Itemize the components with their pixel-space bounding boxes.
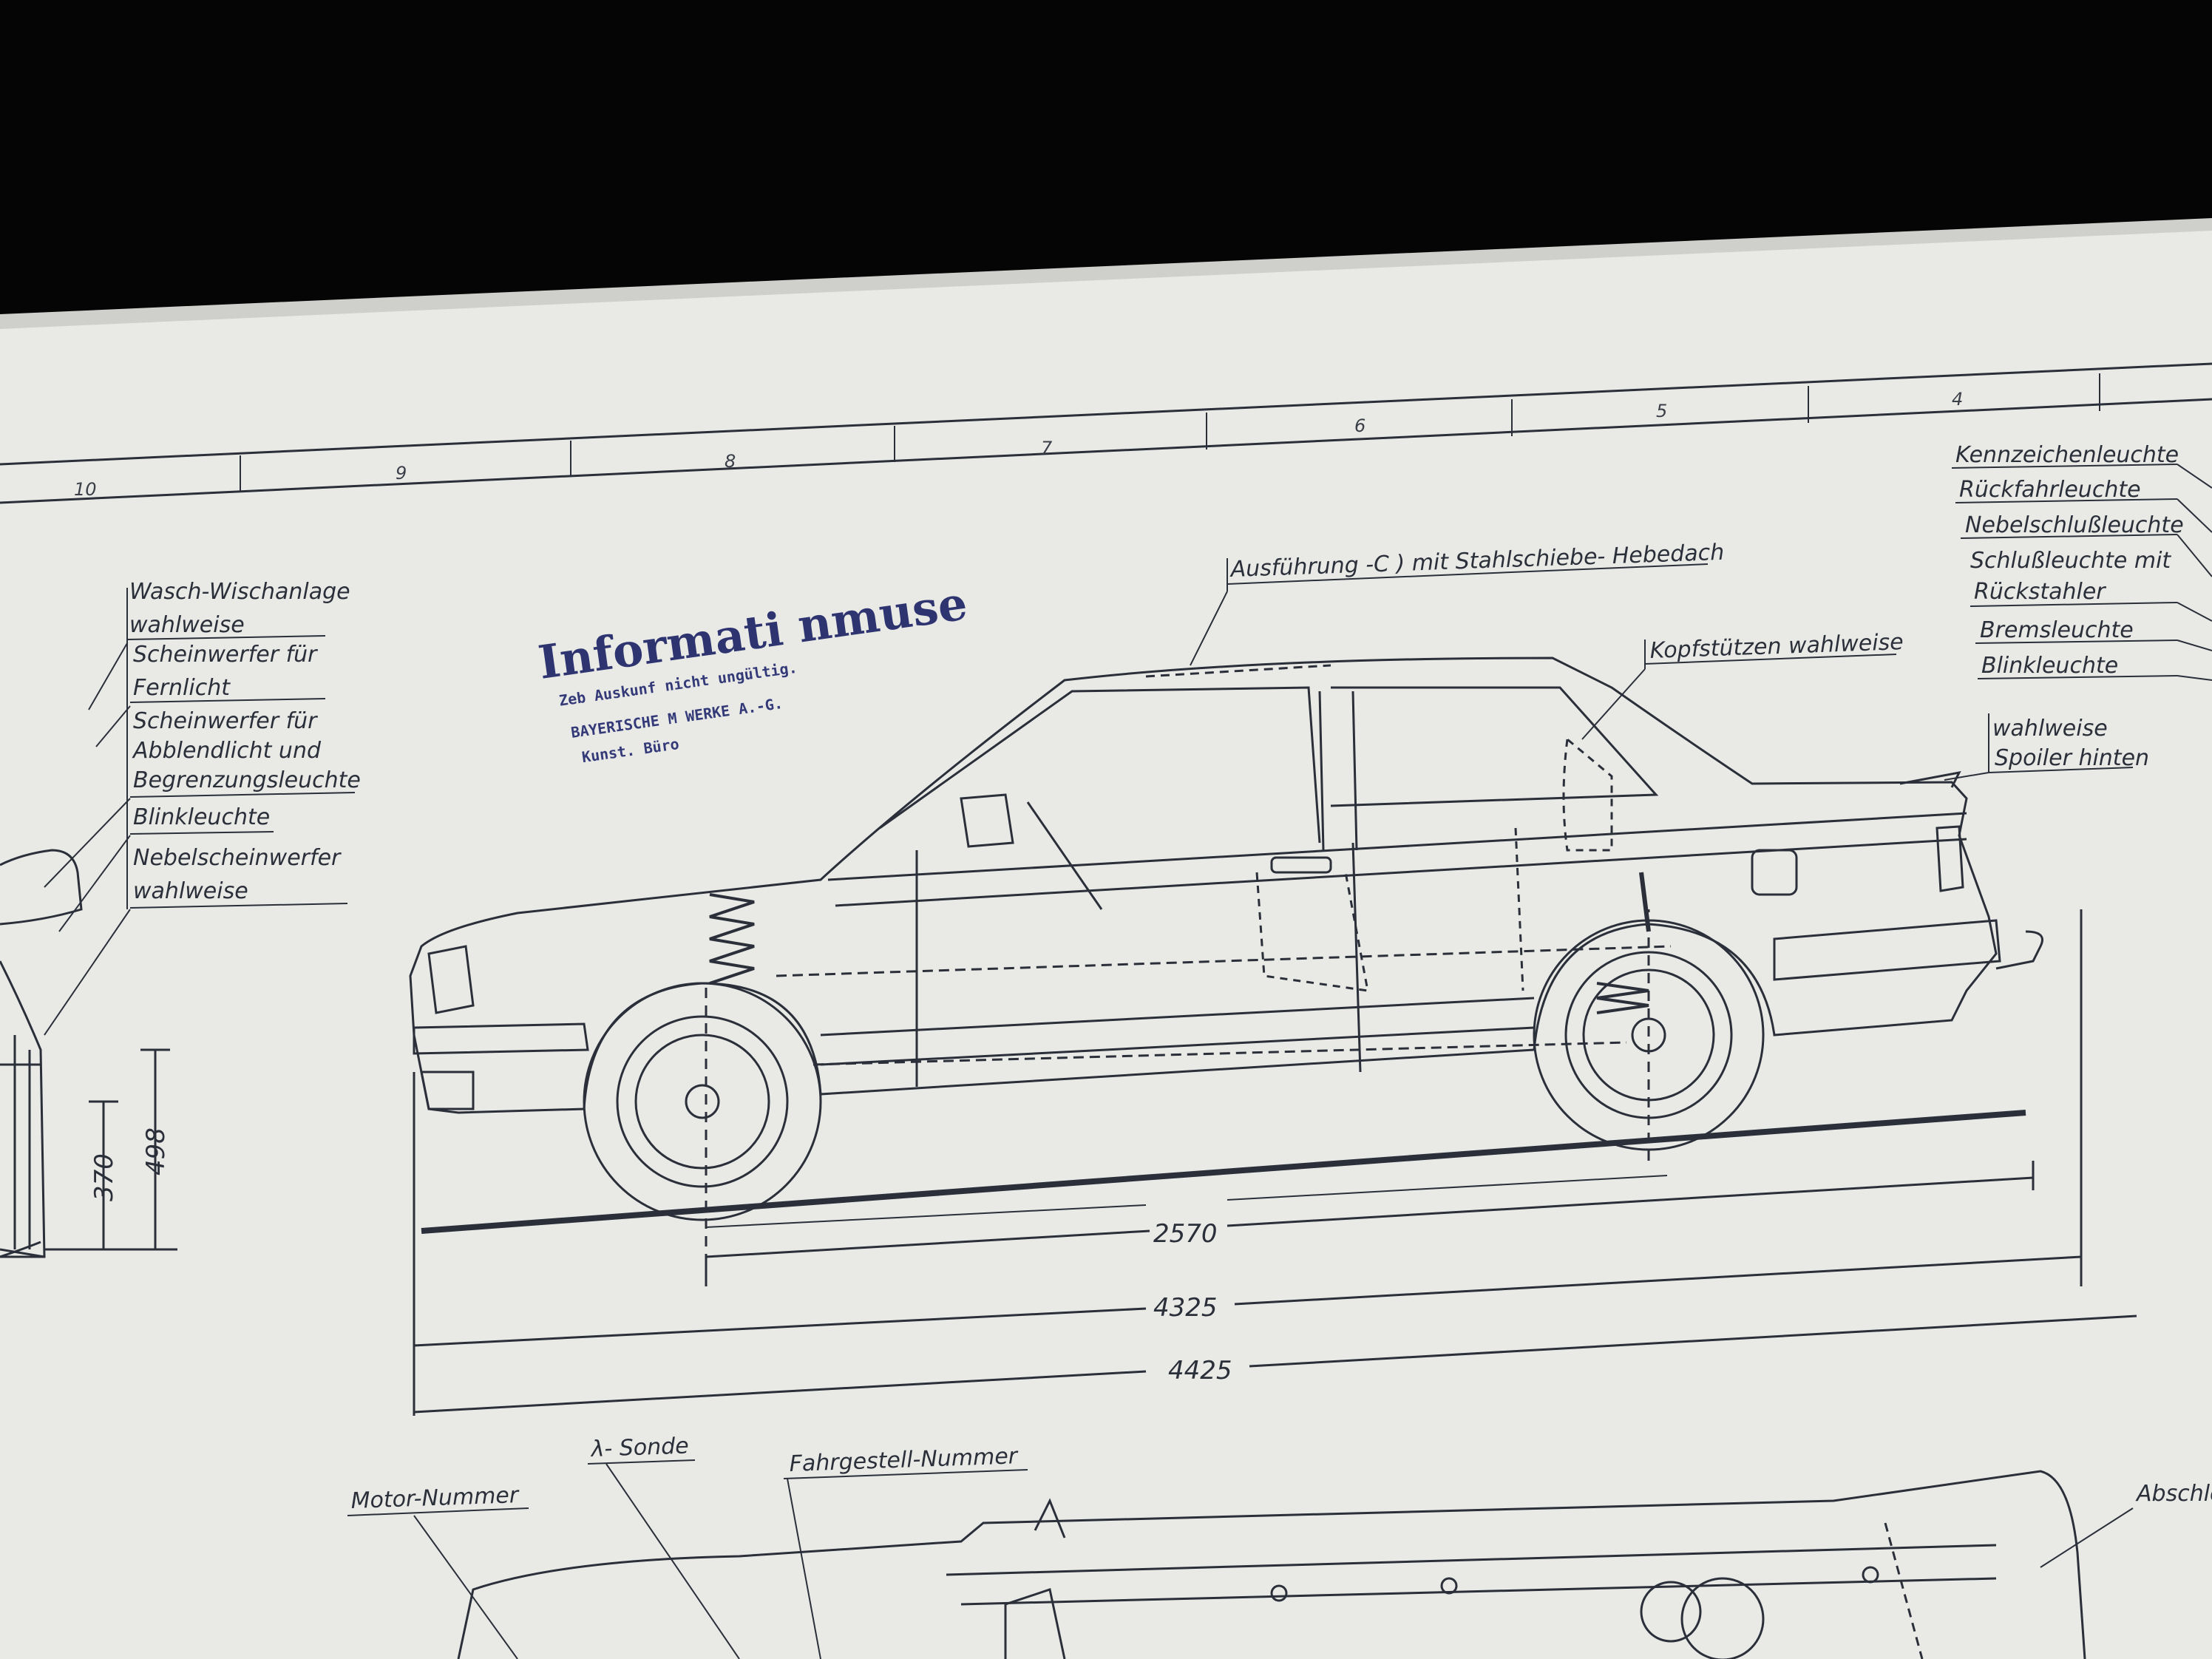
label-abblend: Scheinwerfer für Abblendlicht und Begren…	[129, 708, 361, 798]
label-abschl: Abschle	[2135, 1481, 2212, 1507]
zone-4: 4	[1952, 389, 1963, 410]
label-nebel: Nebelscheinwerfer wahlweise	[129, 845, 348, 909]
paper-sheet	[0, 222, 2212, 1659]
right-labels: Kennzeichenleuchte Rückfahrleuchte Nebel…	[1944, 442, 2212, 781]
zone-border	[0, 362, 2212, 504]
svg-text:Begrenzungsleuchte: Begrenzungsleuchte	[133, 767, 361, 793]
left-labels: Wasch-Wischanlage wahlweise Scheinwerfer…	[44, 579, 361, 1036]
label-nebelschluss: Nebelschlußleuchte	[1965, 512, 2184, 538]
label-blink-left: Blinkleuchte	[129, 804, 274, 835]
zone-8: 8	[725, 451, 736, 472]
front-height-dims	[44, 1048, 177, 1251]
svg-text:Scheinwerfer für: Scheinwerfer für	[133, 708, 318, 734]
plan-view-car	[457, 1470, 2086, 1659]
label-spoiler-2: Spoiler hinten	[1995, 745, 2149, 771]
svg-text:Abblendlicht und: Abblendlicht und	[132, 738, 322, 764]
zone-7: 7	[1041, 438, 1053, 458]
zone-9: 9	[396, 463, 407, 484]
label-sonde: λ- Sonde	[589, 1433, 689, 1462]
ground-line	[421, 1110, 2026, 1234]
dim-front-370: 370	[89, 1153, 119, 1201]
label-kennz: Kennzeichenleuchte	[1955, 442, 2179, 468]
svg-text:Wasch-Wischanlage: Wasch-Wischanlage	[129, 579, 350, 605]
svg-text:wahlweise: wahlweise	[129, 612, 245, 638]
windshield	[879, 686, 1321, 844]
label-rueck: Rückfahrleuchte	[1959, 477, 2141, 503]
svg-text:Blinkleuchte: Blinkleuchte	[133, 804, 270, 830]
left-leader-lines	[44, 588, 131, 1036]
side-view-car	[409, 657, 2043, 1114]
dim-length-4325: 4325	[1153, 1293, 1218, 1323]
zone-numbers: 10 9 8 7 6 5 4	[74, 389, 1963, 500]
zone-5: 5	[1656, 401, 1667, 421]
label-schluss-2: Rückstahler	[1974, 579, 2106, 605]
paper-edge-shadow	[0, 218, 2212, 329]
front-view-car	[0, 849, 83, 1258]
svg-text:Scheinwerfer für: Scheinwerfer für	[133, 642, 318, 668]
rear-window	[1330, 686, 1659, 807]
svg-text:Fernlicht: Fernlicht	[133, 675, 231, 701]
car-body-outline	[409, 657, 1998, 1114]
label-wasch: Wasch-Wischanlage wahlweise	[126, 579, 350, 640]
label-blink-right: Blinkleuchte	[1981, 653, 2118, 679]
zone-10: 10	[74, 479, 97, 500]
label-motor: Motor-Nummer	[350, 1482, 520, 1514]
label-spoiler-1: wahlweise	[1992, 716, 2108, 742]
dim-wheelbase: 2570	[1153, 1219, 1218, 1249]
dim-length-4425: 4425	[1168, 1356, 1232, 1385]
zone-6: 6	[1354, 415, 1365, 436]
label-brems: Bremsleuchte	[1980, 617, 2134, 643]
dimension-lines	[413, 909, 2137, 1416]
dim-front-498: 498	[141, 1127, 171, 1175]
label-fernlicht: Scheinwerfer für Fernlicht	[129, 642, 326, 703]
svg-text:Nebelscheinwerfer: Nebelscheinwerfer	[133, 845, 342, 871]
svg-text:wahlweise: wahlweise	[133, 878, 248, 904]
label-schluss-1: Schlußleuchte mit	[1970, 548, 2171, 574]
bottom-labels: Motor-Nummer λ- Sonde Fahrgestell-Nummer…	[347, 1433, 2212, 1659]
front-wheel	[583, 982, 822, 1221]
